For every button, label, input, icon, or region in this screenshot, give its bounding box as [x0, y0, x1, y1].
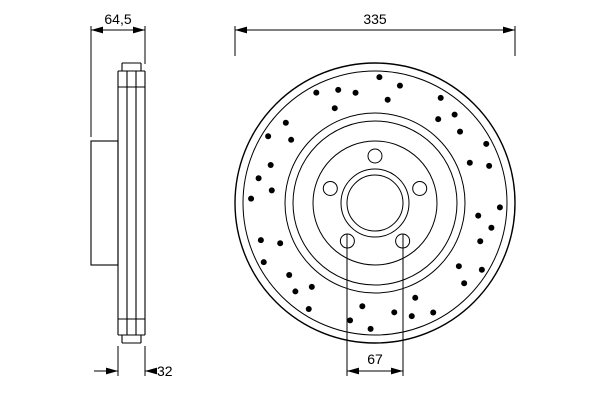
drill-hole	[313, 89, 320, 96]
drill-hole	[277, 240, 284, 247]
dim-label-thickness: 32	[157, 363, 173, 379]
drill-hole	[455, 263, 462, 270]
drill-hole	[257, 237, 264, 244]
drill-holes	[248, 74, 503, 332]
drill-hole	[477, 238, 484, 245]
drill-hole	[268, 187, 275, 194]
disc-circle	[234, 62, 516, 344]
bolt-hole	[412, 180, 428, 196]
drill-hole	[292, 288, 299, 295]
side-hat	[90, 140, 119, 266]
bolt-hole	[322, 180, 338, 196]
drill-hole	[466, 159, 473, 166]
drill-hole	[288, 136, 295, 143]
disc-circle	[292, 120, 458, 286]
drill-hole	[451, 111, 458, 118]
drill-hole	[248, 195, 255, 202]
drill-hole	[359, 303, 366, 310]
drill-hole	[384, 96, 391, 103]
disc-circle	[284, 112, 466, 294]
drill-hole	[267, 162, 274, 169]
drill-hole	[478, 266, 485, 273]
bolt-holes	[322, 148, 428, 249]
drill-hole	[486, 162, 493, 169]
drill-hole	[475, 212, 482, 219]
dimensions: 64,5 335 32 67	[90, 11, 516, 379]
disc-circle	[346, 174, 404, 232]
drill-hole	[335, 86, 342, 93]
drill-hole	[391, 309, 398, 316]
drill-hole	[457, 128, 464, 135]
drill-hole	[260, 259, 267, 266]
drill-hole	[282, 119, 289, 126]
drill-hole	[376, 74, 383, 81]
drill-hole	[408, 313, 415, 320]
drill-hole	[265, 133, 272, 140]
drill-hole	[305, 306, 312, 313]
dim-label-bore: 67	[367, 351, 383, 367]
dim-label-width: 64,5	[104, 11, 131, 27]
disc-circle	[312, 140, 438, 266]
drill-hole	[430, 309, 437, 316]
drill-hole	[435, 116, 442, 123]
disc-circle	[242, 70, 508, 336]
disc-circle	[340, 168, 410, 238]
drill-hole	[437, 94, 444, 101]
dim-label-diameter: 335	[363, 11, 387, 27]
drill-hole	[286, 271, 293, 278]
drill-hole	[367, 325, 374, 332]
drill-hole	[352, 89, 359, 96]
drill-hole	[461, 280, 468, 287]
drill-hole	[412, 294, 419, 301]
bolt-hole	[367, 148, 383, 164]
drill-hole	[347, 317, 354, 324]
disc-circles	[234, 62, 516, 344]
drill-hole	[331, 105, 338, 112]
drill-hole	[488, 224, 495, 231]
drill-hole	[255, 175, 262, 182]
drill-hole	[496, 204, 503, 211]
drill-hole	[396, 82, 403, 89]
side-view	[90, 62, 146, 344]
drill-hole	[483, 140, 490, 147]
drill-hole	[308, 283, 315, 290]
front-view	[234, 62, 516, 344]
